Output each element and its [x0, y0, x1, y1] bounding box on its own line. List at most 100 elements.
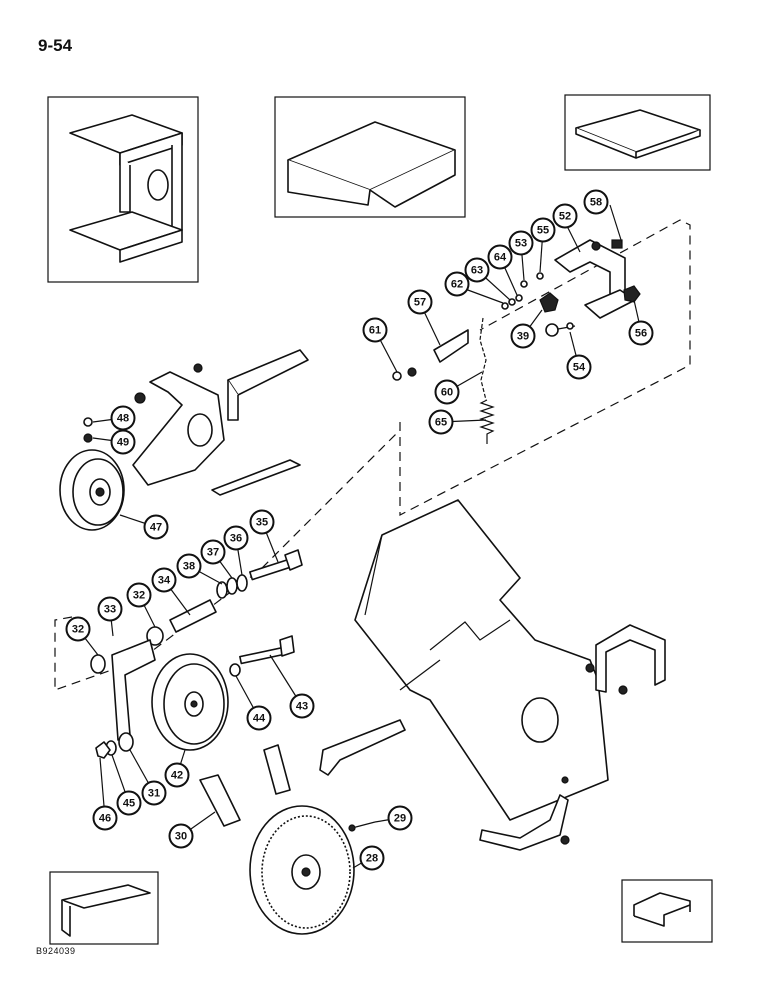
callout-44: 44: [246, 705, 272, 731]
screw-29: [348, 821, 376, 832]
callout-label: 55: [537, 225, 549, 237]
callout-label: 56: [635, 328, 647, 340]
callout-32b: 32: [126, 582, 152, 608]
callout-label: 62: [451, 279, 463, 291]
callout-circle: [508, 230, 534, 256]
callout-label: 31: [148, 788, 160, 800]
callout-57: 57: [407, 289, 433, 315]
callout-circle: [92, 805, 118, 831]
callout-label: 34: [158, 575, 171, 587]
boundary-line-upper: [399, 219, 691, 516]
callout-label: 45: [123, 798, 135, 810]
inset-small-channel: [621, 879, 713, 943]
callout-label: 28: [366, 853, 378, 865]
callout-37: 37: [200, 539, 226, 565]
nut-56: [623, 285, 641, 303]
callout-label: 36: [230, 533, 242, 545]
callout-circle: [362, 317, 388, 343]
callout-circle: [628, 320, 654, 346]
pulley-28: [249, 805, 355, 935]
nut-39: [539, 292, 559, 313]
callout-circle: [65, 616, 91, 642]
callout-52: 52: [552, 203, 578, 229]
callout-label: 44: [253, 713, 266, 725]
callout-label: 65: [435, 417, 447, 429]
callout-circle: [143, 514, 169, 540]
callout-circle: [151, 567, 177, 593]
inset-u-bracket: [47, 96, 199, 283]
callout-circle: [444, 271, 470, 297]
belt-guard-30: [199, 774, 241, 827]
callout-label: 32: [72, 624, 84, 636]
callout-43: 43: [289, 693, 315, 719]
mount-strap: [319, 719, 406, 776]
callout-layer: 28 29 30 31 32 32 33 34 35 36 37 38 39 42 43 44 45 46 47 48…: [65, 189, 654, 871]
callout-circle: [530, 217, 556, 243]
bracket-small-right: [585, 624, 666, 695]
bottom-strap: [479, 776, 570, 851]
callout-label: 58: [590, 197, 602, 209]
idler-arm-31: [111, 639, 156, 752]
callout-47: 47: [143, 514, 169, 540]
callout-label: 60: [441, 387, 453, 399]
callout-label: 64: [494, 252, 507, 264]
callout-label: 53: [515, 238, 527, 250]
callout-circle: [126, 582, 152, 608]
callout-circle: [200, 539, 226, 565]
bracket-57: [433, 329, 469, 363]
callout-34: 34: [151, 567, 177, 593]
callout-circle: [487, 244, 513, 270]
inset-cover-plate: [274, 96, 466, 218]
callout-39: 39: [510, 323, 536, 349]
callout-label: 54: [573, 362, 586, 374]
callout-33: 33: [97, 596, 123, 622]
callout-61: 61: [362, 317, 388, 343]
bolt-61: [392, 367, 417, 381]
callout-circle: [246, 705, 272, 731]
callout-label: 33: [104, 604, 116, 616]
callout-label: 29: [394, 813, 406, 825]
pulley-47: [59, 449, 125, 531]
callout-circle: [566, 354, 592, 380]
inset-angle-bracket: [49, 871, 159, 945]
guard-strip: [263, 744, 291, 795]
callout-58: 58: [583, 189, 609, 215]
callout-label: 61: [369, 325, 381, 337]
callout-62: 62: [444, 271, 470, 297]
callout-circle: [583, 189, 609, 215]
washers-36-37-38: [216, 574, 248, 599]
figure-code: B924039: [36, 946, 76, 956]
callout-label: 52: [559, 211, 571, 223]
bolt-48-49: [83, 417, 93, 443]
callout-64: 64: [487, 244, 513, 270]
callout-label: 35: [256, 517, 268, 529]
callout-circle: [164, 762, 190, 788]
bolt-54: [545, 322, 576, 337]
small-hardware-53-55-62-64: [501, 272, 544, 310]
callout-circle: [428, 409, 454, 435]
page-number: 9-54: [38, 36, 73, 55]
callout-label: 57: [414, 297, 426, 309]
callout-label: 63: [471, 265, 483, 277]
callout-label: 49: [117, 437, 129, 449]
callout-circle: [359, 845, 385, 871]
bolt-58: [611, 239, 623, 249]
callout-circle: [387, 805, 413, 831]
callout-42: 42: [164, 762, 190, 788]
boundary-line-left: [54, 429, 401, 691]
pulley-mount-bracket: [132, 349, 309, 496]
callout-label: 38: [183, 561, 195, 573]
callout-label: 37: [207, 547, 219, 559]
callout-circle: [176, 553, 202, 579]
callout-46: 46: [92, 805, 118, 831]
spacer-34: [169, 599, 217, 633]
callout-label: 48: [117, 413, 129, 425]
callout-56: 56: [628, 320, 654, 346]
callout-31: 31: [141, 780, 167, 806]
callout-circle: [110, 429, 136, 455]
callout-35: 35: [249, 509, 275, 535]
callout-29: 29: [387, 805, 413, 831]
callout-30: 30: [168, 823, 194, 849]
callout-circle: [116, 790, 142, 816]
